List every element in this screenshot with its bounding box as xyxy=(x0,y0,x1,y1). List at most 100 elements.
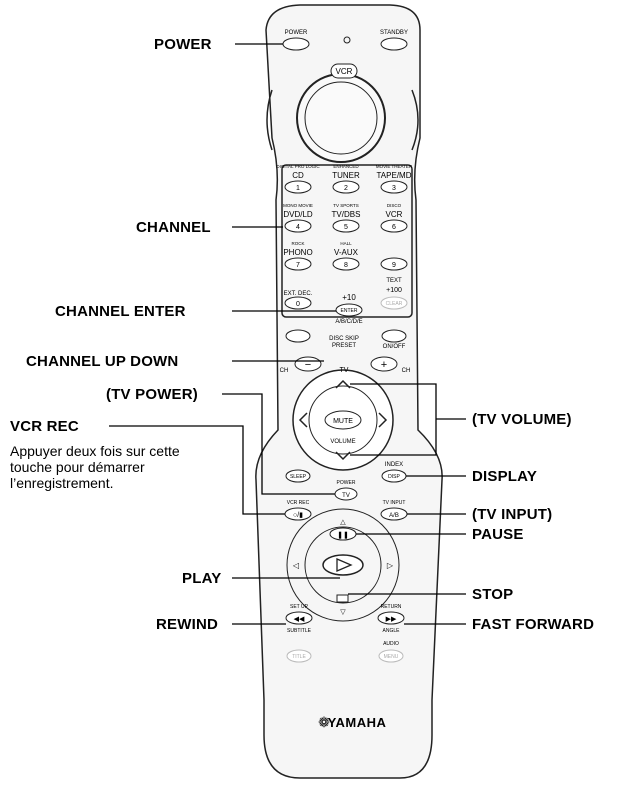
volume-down-arrow-icon[interactable] xyxy=(335,451,351,461)
numpad: DIGITAL PRO LOGICCD1ENHANCEDTUNER2MOVIE … xyxy=(276,164,413,271)
transport-inner xyxy=(304,526,382,604)
yamaha-logo-icon: ❁ xyxy=(318,714,330,730)
numpad-digit: 2 xyxy=(344,185,348,192)
numpad-mode-label: MONO MOVIE xyxy=(283,203,313,208)
numpad-button-1[interactable] xyxy=(284,180,312,194)
down-triangle-icon: ▽ xyxy=(340,609,346,616)
numpad-input-label: TUNER xyxy=(332,171,360,180)
button-0[interactable] xyxy=(284,296,312,310)
up-triangle-icon: △ xyxy=(340,519,346,526)
sleep-label: SLEEP xyxy=(290,474,307,480)
volume-up-arrow-icon[interactable] xyxy=(335,379,351,389)
play-icon xyxy=(336,558,353,572)
callout-play: PLAY xyxy=(182,570,222,587)
tv-power-button-label: TV xyxy=(342,493,350,499)
sleep-button[interactable] xyxy=(285,469,311,483)
rewind-button[interactable] xyxy=(285,611,313,625)
standby-button[interactable] xyxy=(380,37,408,51)
numpad-input-label: PHONO xyxy=(283,248,312,257)
numpad-mode-label: DIGITAL PRO LOGIC xyxy=(276,164,320,169)
ch-label-right: CH xyxy=(402,368,411,374)
numpad-frame xyxy=(281,164,413,318)
disc-skip-row: DISC SKIP PRESET ON/OFF CH − TV + CH xyxy=(280,329,411,374)
power-button[interactable] xyxy=(282,37,310,51)
ext-dec-label: EXT. DEC. xyxy=(284,291,313,297)
remote-control xyxy=(255,4,443,779)
on-off-label: ON/OFF xyxy=(383,344,406,350)
power-label: POWER xyxy=(285,30,308,36)
top-buttons: POWER STANDBY VCR xyxy=(282,30,408,79)
standby-label: STANDBY xyxy=(380,30,408,36)
abcde-label: A/B/C/D/E xyxy=(335,319,362,325)
callout-tv-volume: (TV VOLUME) xyxy=(472,411,572,428)
numpad-button-4[interactable] xyxy=(284,219,312,233)
direction-pad: MUTE VOLUME xyxy=(298,379,388,461)
callout-channel: CHANNEL xyxy=(136,219,211,236)
numpad-bottom-row: EXT. DEC. 0 +10 ENTER A/B/C/D/E TEXT +10… xyxy=(284,278,408,325)
numpad-button-2[interactable] xyxy=(332,180,360,194)
mute-button[interactable] xyxy=(324,410,362,430)
numpad-button-8[interactable] xyxy=(332,257,360,271)
return-label: RETURN xyxy=(381,604,402,610)
pause-icon: ❚❚ xyxy=(337,531,349,539)
numpad-input-label: CD xyxy=(292,171,304,180)
channel-down-symbol: − xyxy=(305,359,311,371)
mute-label: MUTE xyxy=(333,418,353,425)
numpad-digit: 1 xyxy=(296,185,300,192)
enter-button[interactable] xyxy=(335,303,363,317)
numpad-button-5[interactable] xyxy=(332,219,360,233)
left-arrow-icon[interactable] xyxy=(298,412,308,428)
tv-power-label: POWER xyxy=(337,480,356,486)
on-off-button[interactable] xyxy=(381,329,407,343)
numpad-button-9[interactable] xyxy=(380,257,408,271)
numpad-button-3[interactable] xyxy=(380,180,408,194)
channel-up-button[interactable] xyxy=(370,356,398,372)
set-up-label: SET UP xyxy=(290,604,309,610)
leader-tv-power xyxy=(222,393,335,495)
callout-channel-up-down: CHANNEL UP DOWN xyxy=(26,353,179,370)
vcr-rec-note: Appuyer deux fois sur cette touche pour … xyxy=(10,443,180,491)
title-button[interactable] xyxy=(286,649,312,663)
plus100-label: +100 xyxy=(386,287,402,294)
callout-display: DISPLAY xyxy=(472,468,538,485)
numpad-digit: 7 xyxy=(296,262,300,269)
jog-dial-inner xyxy=(304,81,378,155)
button-0-digit: 0 xyxy=(296,301,300,308)
right-arrow-icon[interactable] xyxy=(378,412,388,428)
middle-buttons: SLEEP INDEX DISP POWER TV VCR REC ○/▮ TV… xyxy=(284,462,408,521)
callout-channel-enter: CHANNEL ENTER xyxy=(55,303,186,320)
callout-power: POWER xyxy=(154,36,212,53)
menu-button[interactable] xyxy=(378,649,404,663)
jog-dial[interactable] xyxy=(296,73,386,163)
transport-controls: △ ❚❚ ◁ ▷ ▽ SET UP ◀◀ SUBTITLE RETURN ▶▶ … xyxy=(285,519,405,663)
numpad-digit: 4 xyxy=(296,224,300,231)
clear-button[interactable] xyxy=(380,296,408,310)
record-icon: ○/▮ xyxy=(293,512,303,519)
play-button[interactable] xyxy=(322,554,364,576)
strt-button[interactable] xyxy=(285,329,311,343)
callout-tv-power: (TV POWER) xyxy=(106,386,198,403)
leader-lines xyxy=(109,43,466,625)
clear-button-label: CLEAR xyxy=(386,301,403,307)
volume-label: VOLUME xyxy=(330,439,355,445)
direction-inner xyxy=(308,385,378,455)
numpad-mode-label: DISCO xyxy=(387,203,402,208)
numpad-digit: 6 xyxy=(392,224,396,231)
numpad-digit: 3 xyxy=(392,185,396,192)
vcr-button[interactable] xyxy=(330,63,358,79)
callout-vcr-rec: VCR REC xyxy=(10,418,79,435)
brand-logo: YAMAHA xyxy=(328,715,387,730)
fast-forward-button[interactable] xyxy=(377,611,405,625)
subtitle-label: SUBTITLE xyxy=(287,628,312,634)
index-label: INDEX xyxy=(385,462,403,468)
numpad-button-6[interactable] xyxy=(380,219,408,233)
vcr-rec-small-label: VCR REC xyxy=(287,500,310,506)
remote-side-ridge-left xyxy=(266,89,273,151)
numpad-digit: 5 xyxy=(344,224,348,231)
leader-vcr-rec xyxy=(109,425,285,515)
preset-label: PRESET xyxy=(332,343,356,349)
stop-button[interactable] xyxy=(336,594,349,603)
numpad-button-7[interactable] xyxy=(284,257,312,271)
numpad-digit: 8 xyxy=(344,262,348,269)
ch-label-left: CH xyxy=(280,368,289,374)
